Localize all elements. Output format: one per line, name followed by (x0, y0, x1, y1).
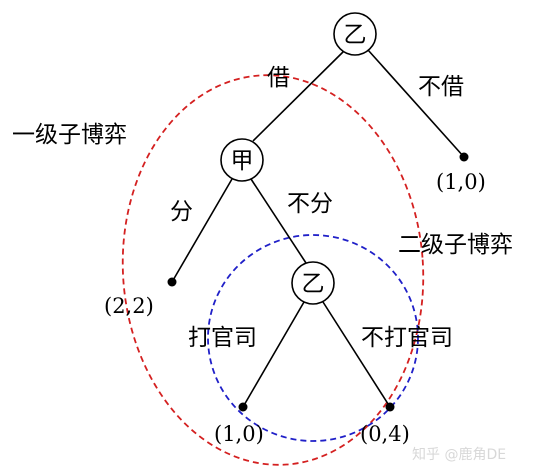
edge-not-borrow (367, 49, 465, 158)
node-root: 乙 (333, 12, 377, 56)
terminal-not-sue (385, 402, 395, 412)
edge-label-borrow: 借 (267, 65, 290, 91)
node-first-label: 甲 (231, 148, 254, 174)
edge-sue (242, 301, 305, 408)
edge-not-split (250, 178, 307, 264)
payoff-split: (2,2) (104, 294, 154, 318)
subgame-level1-boundary (121, 74, 425, 466)
terminal-sue (238, 402, 248, 412)
subgame-level1-label: 一级子博弈 (12, 122, 127, 148)
node-second-label: 乙 (302, 271, 325, 297)
node-first: 甲 (220, 138, 264, 182)
edge-label-split: 分 (170, 199, 193, 225)
edge-split (171, 178, 233, 283)
edge-label-sue: 打官司 (188, 325, 257, 351)
subgame-level2-boundary (207, 234, 419, 442)
edge-label-not-sue: 不打官司 (361, 325, 453, 351)
edge-borrow (252, 49, 346, 142)
edge-label-not-borrow: 不借 (418, 74, 464, 100)
payoff-not-sue: (0,4) (360, 422, 410, 446)
terminal-split (167, 277, 177, 287)
edge-not-sue (322, 301, 391, 408)
terminal-not-borrow (459, 152, 469, 162)
edge-label-not-split: 不分 (287, 191, 333, 217)
subgame-level2-label: 二级子博弈 (398, 232, 513, 258)
payoff-not-borrow: (1,0) (436, 170, 486, 194)
payoff-sue: (1,0) (214, 422, 264, 446)
watermark-text: 知乎 @鹿角DE (412, 446, 506, 463)
node-second: 乙 (291, 261, 335, 305)
node-root-label: 乙 (344, 22, 367, 48)
